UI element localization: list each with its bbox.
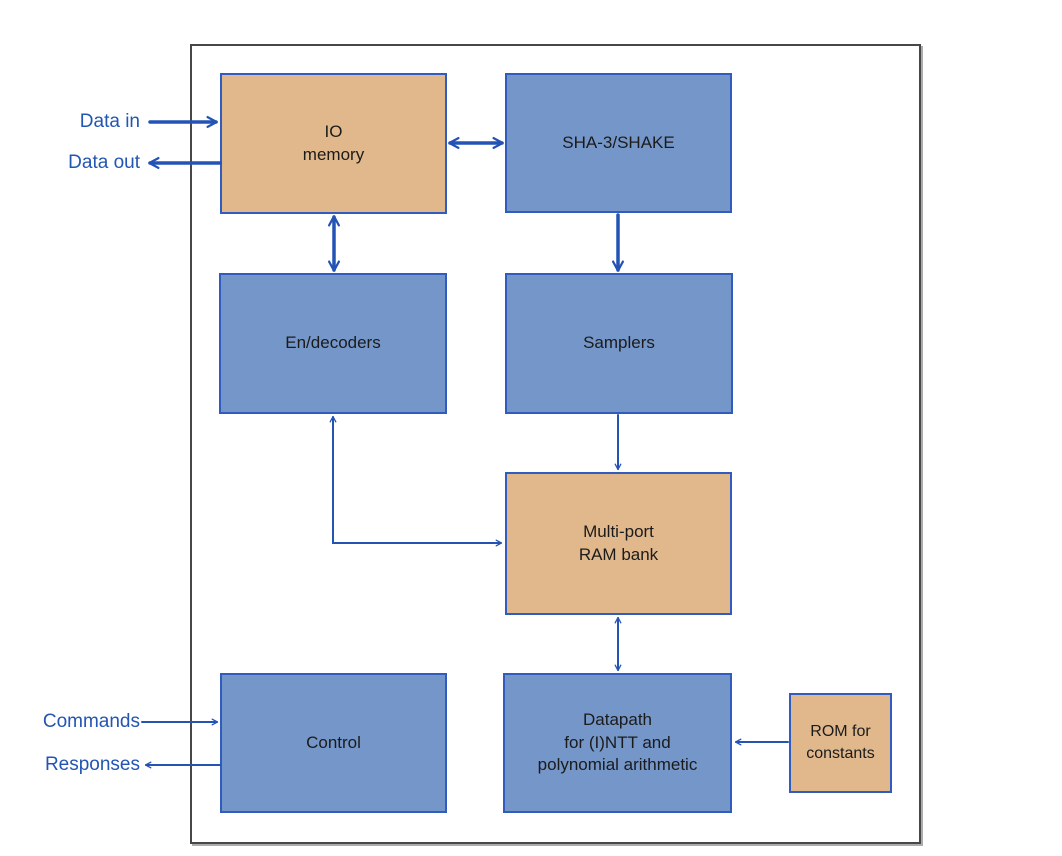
block-rom-constants-label: ROM for constants <box>806 723 875 762</box>
block-rom-constants: ROM for constants <box>789 693 892 793</box>
block-sha3-shake-label: SHA-3/SHAKE <box>562 132 675 152</box>
edge-label-data-in: Data in <box>79 111 140 132</box>
block-en-decoders: En/decoders <box>219 273 447 414</box>
block-io-memory: IO memory <box>220 73 447 214</box>
edge-label-responses: Responses <box>44 754 140 775</box>
block-io-memory-label: IO memory <box>302 121 365 164</box>
edge-label-commands: Commands <box>42 711 140 732</box>
block-ram-bank-label: Multi-port RAM bank <box>578 521 659 564</box>
block-datapath: Datapath for (I)NTT and polynomial arith… <box>503 673 732 813</box>
block-samplers: Samplers <box>505 273 733 414</box>
block-samplers-label: Samplers <box>583 333 655 353</box>
block-datapath-label: Datapath for (I)NTT and polynomial arith… <box>537 709 698 775</box>
block-control-label: Control <box>306 732 361 752</box>
edge-label-data-out: Data out <box>68 152 140 173</box>
block-ram-bank: Multi-port RAM bank <box>505 472 732 615</box>
block-sha3-shake: SHA-3/SHAKE <box>505 73 732 213</box>
chip-boundary <box>190 44 921 844</box>
block-control: Control <box>220 673 447 813</box>
block-en-decoders-label: En/decoders <box>285 333 381 353</box>
